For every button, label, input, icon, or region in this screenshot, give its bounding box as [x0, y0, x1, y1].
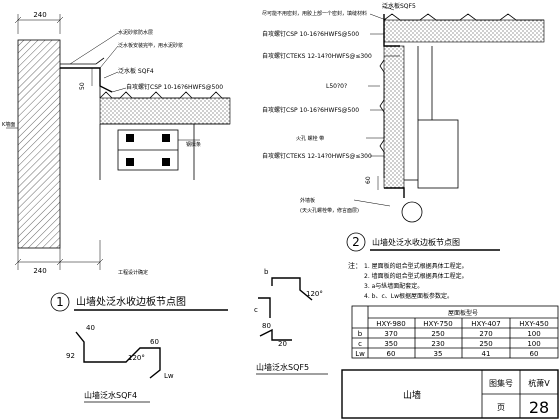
detail2-label-fire: 火孔 螺栓 带 — [296, 135, 324, 142]
table-cell: 60 — [387, 350, 396, 358]
title-block-title: 山墙 — [403, 389, 421, 401]
detail2-label-sqf5: 泛水板SQF5 — [382, 2, 416, 10]
note-2: 2. 墙面板的组合型式根据具体工程定。 — [364, 272, 468, 280]
detail1-label-wall: K墙面 — [2, 121, 15, 128]
title-block-page-value: 28 — [529, 398, 549, 417]
note-1: 1. 屋面板的组合型式根据具体工程定。 — [364, 262, 468, 270]
detail1-roof-panel — [99, 97, 231, 125]
detail2-steel-column — [417, 119, 459, 189]
title-block-atlas-value: 杭萧V — [528, 378, 550, 388]
table-col-3: HXY-450 — [519, 320, 548, 328]
title-block: 山墙 图集号 杭萧V 页 28 — [341, 369, 559, 419]
detail2-bolt — [401, 201, 423, 223]
table-cell: 370 — [384, 330, 397, 338]
table-cell: 230 — [431, 340, 444, 348]
detail2-label-cteks2: 自攻螺钉CTEKS 12-14?0HWFS@≤300 — [262, 152, 372, 160]
detail2-roof-panel — [383, 19, 545, 43]
detail1-dim-top: 240 — [14, 11, 64, 34]
detail1-wall — [17, 39, 61, 249]
sqf4-dim-angle: 120° — [128, 354, 145, 362]
sqf5-dim-20: 20 — [278, 340, 287, 348]
detail2-number: 2 — [352, 235, 360, 249]
detail2-title: 山墙处泛水收边板节点图 — [372, 237, 460, 247]
detail1-label-flashing: 泛水板 SQF4 — [118, 67, 154, 75]
sqf5-dim-b: b — [264, 268, 269, 276]
detail1-dim-top-label: 240 — [33, 11, 46, 19]
title-block-page-label: 页 — [497, 403, 505, 412]
table-header-main: 屋面板型号 — [448, 309, 478, 317]
detail2-wall-panel — [383, 45, 405, 189]
detail1-label-sealant: 泛水板安装完毕，用水泥砂浆 — [118, 42, 183, 49]
table-cell: 35 — [434, 350, 443, 358]
detail1-label-screw: 自攻螺钉CSP 10-16?6HWFS@500 — [126, 83, 223, 91]
table-cell: 60 — [530, 350, 539, 358]
detail2-label-wall: 外墙板 — [300, 197, 315, 204]
profile-sqf4: 40 92 120° 60 Lw 山墙泛水SQF4 — [66, 324, 174, 403]
table-col-0: HXY-980 — [376, 320, 405, 328]
table-col-1: HXY-750 — [423, 320, 452, 328]
table-cell: 250 — [431, 330, 444, 338]
sqf4-label: 山墙泛水SQF4 — [84, 390, 137, 400]
note-3: 3. a与纵墙面配套定。 — [364, 282, 423, 290]
table-cell: 41 — [482, 350, 491, 358]
table-cell: 250 — [479, 340, 492, 348]
detail2-dim-60: 60 — [365, 176, 372, 184]
detail2-label-seal-top: 尽可能不用密封，用胶上部一个密封，填缝材料 — [262, 10, 367, 17]
table-row-label-2: Lw — [355, 350, 365, 358]
detail1-dim-side: 50 — [79, 82, 86, 90]
sqf5-dim-80: 80 — [262, 322, 271, 330]
table-row-label-0: b — [358, 330, 363, 338]
detail-1: 240 50 水泥砂浆防水层 泛水板安装完毕，用水泥砂浆 泛水板 SQF4 自 — [2, 11, 231, 312]
table-cell: 350 — [384, 340, 397, 348]
detail2-label-l50: L50?0? — [326, 83, 347, 90]
note-4: 4. b、c、Lw根据屋面板参数定。 — [364, 292, 453, 300]
detail2-number-circle — [346, 232, 366, 252]
dimension-table: 屋面板型号 HXY-980 HXY-750 HXY-407 HXY-450 b … — [351, 305, 559, 359]
title-block-atlas-label: 图集号 — [489, 378, 513, 388]
detail1-label-design: 工程设计确定 — [118, 269, 148, 276]
profile-sqf5: b 120° c 80 20 山墙泛水SQF5 — [254, 268, 328, 375]
detail2-label-screw1: 自攻螺钉CSP 10-16?6HWFS@500 — [262, 30, 359, 38]
sqf5-dim-c: c — [254, 306, 258, 314]
table-row-label-1: c — [358, 340, 362, 348]
detail1-number-circle — [50, 292, 70, 312]
detail1-flashing — [60, 67, 113, 93]
detail1-label-purlin: 钢檩条 — [186, 141, 201, 148]
notes-heading: 注： — [348, 261, 362, 270]
detail1-dim-bottom-label: 240 — [33, 267, 46, 275]
table-cell: 270 — [479, 330, 492, 338]
sqf5-label: 山墙泛水SQF5 — [256, 362, 309, 372]
sqf5-dim-angle: 120° — [306, 290, 323, 298]
detail1-dim-bottom: 240 工程设计确定 — [14, 240, 148, 276]
sqf4-dim-92: 92 — [66, 352, 75, 360]
detail1-label-waterproof: 水泥砂浆防水层 — [118, 29, 153, 36]
detail1-number: 1 — [56, 295, 64, 309]
table-col-2: HXY-407 — [471, 320, 500, 328]
detail-2: 60 尽可能不用密封，用胶上部一个密封，填缝材料 泛水板SQF5 自攻螺钉CSP… — [262, 2, 545, 252]
detail1-title: 山墙处泛水收边板节点图 — [76, 295, 186, 308]
table-cell: 100 — [527, 340, 540, 348]
detail2-label-screw2: 自攻螺钉CSP 10-16?6HWFS@500 — [262, 106, 359, 114]
sqf4-dim-lw: Lw — [164, 372, 174, 380]
detail2-label-cteks1: 自攻螺钉CTEKS 12-14?0HWFS@≤300 — [262, 52, 372, 60]
notes: 注： 1. 屋面板的组合型式根据具体工程定。 2. 墙面板的组合型式根据具体工程… — [348, 261, 468, 300]
sqf4-dim-40: 40 — [86, 324, 95, 332]
detail2-label-wall-note: (天火孔螺栓带，修言面层) — [300, 207, 359, 214]
sqf4-dim-60: 60 — [150, 338, 159, 346]
table-cell: 100 — [527, 330, 540, 338]
